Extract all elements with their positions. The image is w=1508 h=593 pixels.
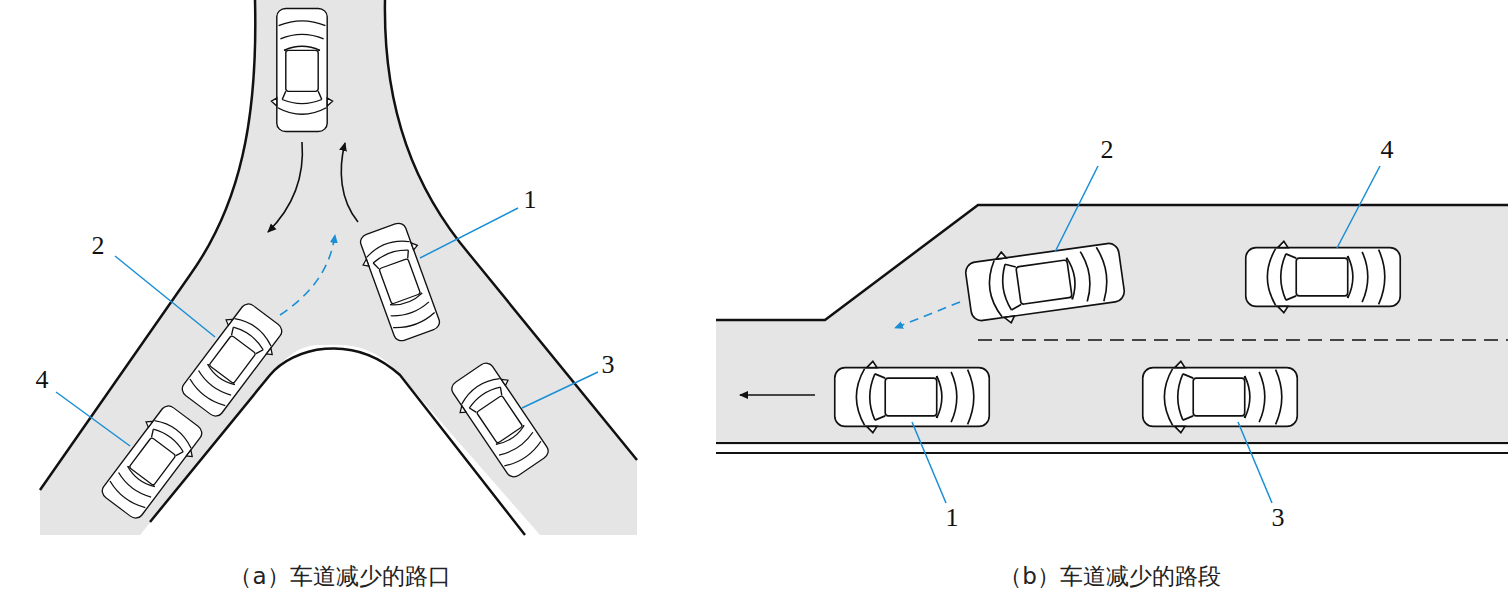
callout-number: 1 bbox=[946, 505, 959, 531]
callout-number: 4 bbox=[36, 367, 49, 393]
panel-caption: （b）车道减少的路段 bbox=[999, 565, 1221, 588]
callout-number: 4 bbox=[1381, 137, 1394, 163]
callout-number: 2 bbox=[92, 233, 105, 259]
callout-number: 2 bbox=[1101, 137, 1114, 163]
callout-number: 1 bbox=[524, 187, 537, 213]
callout-number: 3 bbox=[602, 352, 615, 378]
callout-number: 3 bbox=[1272, 505, 1285, 531]
panel-caption: （a）车道减少的路口 bbox=[229, 565, 450, 588]
